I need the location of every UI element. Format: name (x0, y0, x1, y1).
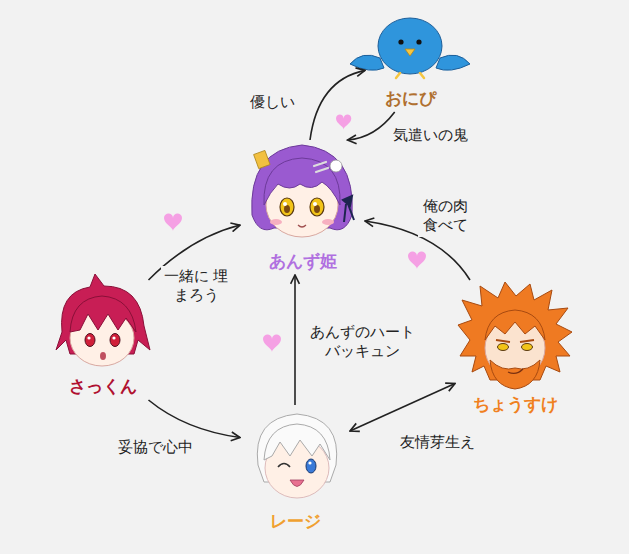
drawing-circle (416, 39, 421, 44)
drawing-path (405, 49, 415, 56)
sakkun-face (56, 274, 150, 366)
relation-label: 気遣いの鬼 (391, 125, 470, 147)
drawing-path (290, 480, 304, 487)
drawing-circle (313, 202, 317, 206)
drawing-circle (87, 336, 90, 339)
relation-label: 妥協で心中 (116, 437, 195, 459)
drawing-path (336, 115, 351, 130)
drawing-ellipse (322, 219, 334, 225)
drawing-ellipse (270, 219, 282, 225)
drawing-circle (112, 336, 115, 339)
drawing-rect (254, 150, 270, 168)
relation-label: あんずのハート バッキュン (303, 322, 421, 363)
relation-arrow (350, 384, 455, 432)
drawing-ellipse (498, 344, 509, 351)
character-node: おにぴ (365, 8, 455, 112)
relation-arrow (294, 275, 296, 405)
drawing-path (485, 310, 545, 340)
character-name: ちょうすけ (473, 394, 558, 414)
anzu-face (252, 145, 354, 237)
relation-label: 一緒に 埋まろう (161, 266, 231, 307)
drawing-path (343, 196, 354, 222)
drawing-ellipse (284, 205, 290, 213)
character-name: あんず姫 (269, 251, 337, 271)
drawing-path (508, 369, 523, 373)
drawing-path (263, 335, 281, 353)
drawing-circle (283, 202, 287, 206)
character-node: ちょうすけ (455, 280, 575, 418)
chosuke-face (458, 282, 572, 389)
drawing-ellipse (314, 205, 320, 213)
drawing-ellipse (522, 344, 533, 351)
relation-label: 友情芽生え (398, 432, 477, 454)
drawing-path (436, 55, 470, 70)
drawing-path (70, 296, 136, 332)
reiji-face (257, 414, 336, 498)
relation-arrow (310, 70, 365, 140)
drawing-path (396, 73, 424, 78)
drawing-ellipse (100, 352, 106, 360)
drawing-path (350, 55, 384, 70)
relation-label: 俺の肉 食べて (418, 196, 473, 237)
drawing-ellipse (280, 198, 294, 216)
drawing-path (496, 340, 534, 342)
drawing-path (408, 252, 426, 270)
drawing-ellipse (85, 334, 95, 347)
drawing-circle (330, 160, 342, 172)
character-node: さっくん (45, 280, 160, 400)
drawing-ellipse (378, 18, 442, 74)
drawing-ellipse (310, 198, 324, 216)
drawing-path (164, 214, 182, 232)
character-name: おにぴ (385, 88, 436, 108)
drawing-path (490, 360, 540, 389)
penguin-face (350, 18, 470, 78)
relation-arrow (149, 400, 241, 438)
drawing-path (264, 158, 340, 205)
drawing-circle (308, 461, 311, 464)
drawing-circle (398, 39, 403, 44)
drawing-path (314, 162, 328, 172)
relation-label: 優しい (248, 92, 297, 114)
character-name: レージ (270, 511, 321, 531)
drawing-path (458, 282, 572, 380)
character-node: レージ (240, 405, 350, 535)
relation-arrow (348, 112, 395, 140)
drawing-path (264, 424, 330, 460)
drawing-path (278, 464, 290, 468)
drawing-path (298, 225, 306, 227)
character-name: さっくん (69, 376, 137, 396)
character-node: あんず姫 (240, 140, 365, 275)
drawing-ellipse (110, 334, 120, 347)
drawing-ellipse (306, 459, 316, 473)
